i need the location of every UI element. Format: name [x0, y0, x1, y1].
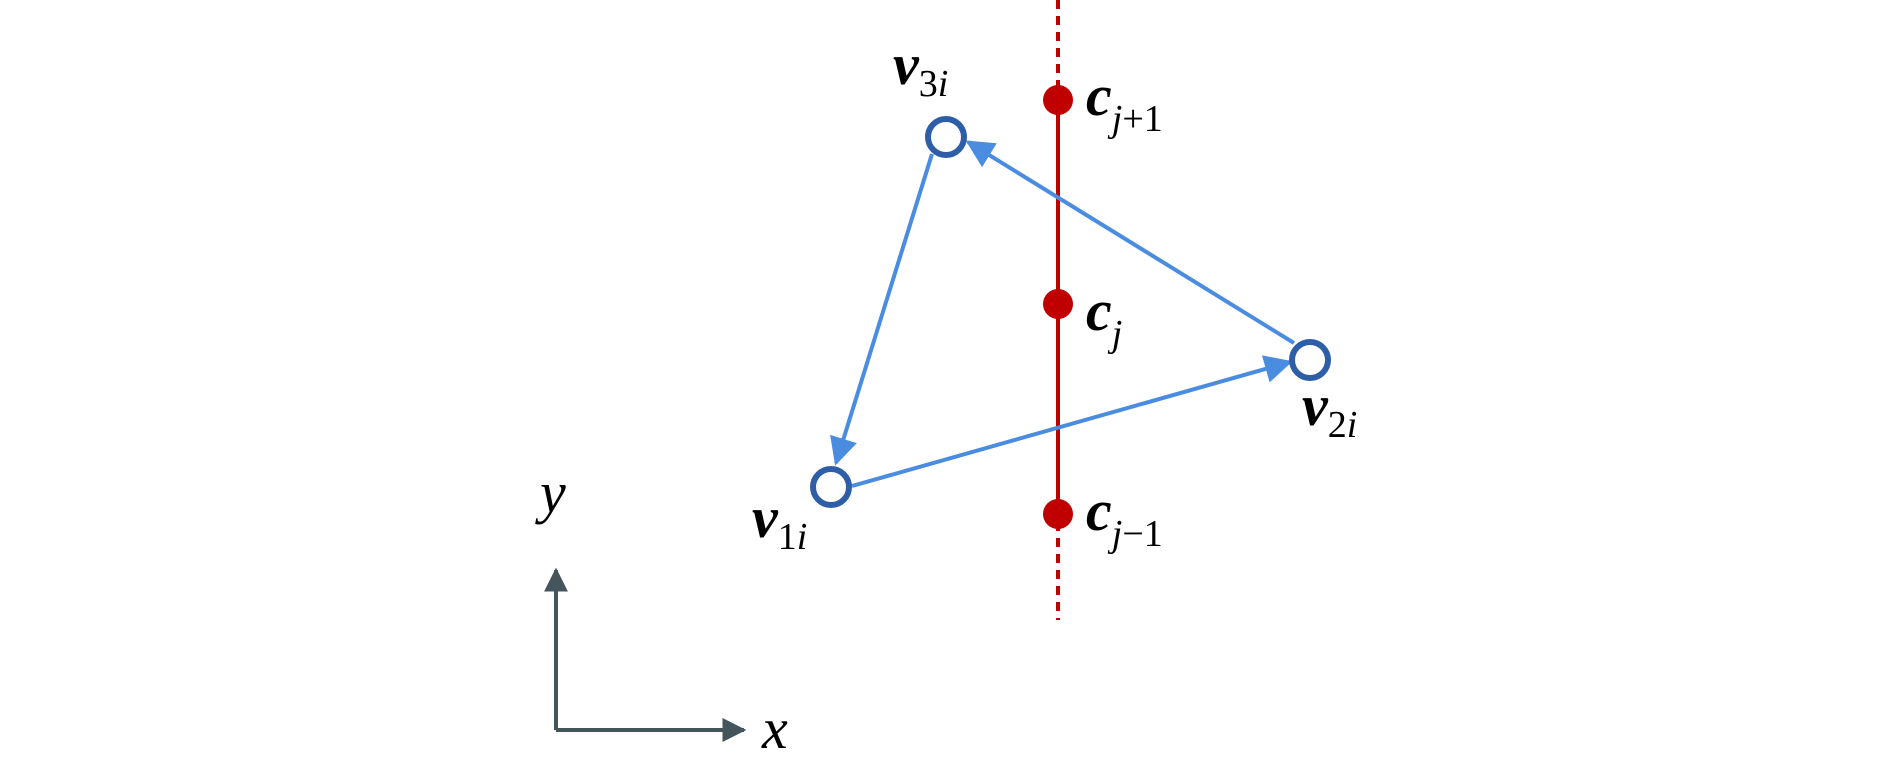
center-label-current: cj: [1086, 278, 1122, 355]
vertex-point-2: [1289, 339, 1331, 381]
vertex-points: [810, 116, 1331, 508]
vertex-point-3: [925, 116, 967, 158]
center-labels: cj+1 cj cj−1: [1086, 63, 1163, 555]
vertex-label-1: v1i: [752, 485, 807, 558]
center-label-next: cj+1: [1086, 63, 1163, 140]
center-point-next: [1043, 85, 1073, 115]
center-points: [1043, 85, 1073, 529]
edge-v1-v2-arrow: [851, 355, 1293, 488]
center-point-previous: [1043, 499, 1073, 529]
center-label-previous: cj−1: [1086, 478, 1163, 555]
y-axis-label: y: [535, 460, 566, 525]
edge-v2-v3-arrow: [965, 140, 1296, 345]
edge-v3-v1-arrow: [830, 153, 934, 466]
vertex-point-1: [810, 466, 852, 508]
coordinate-axes: y x: [535, 460, 788, 761]
center-point-current: [1043, 289, 1073, 319]
x-axis-label: x: [761, 696, 788, 761]
vertex-label-2: v2i: [1302, 373, 1357, 446]
triangle-edges: [830, 140, 1296, 488]
vertex-labels: v1i v2i v3i: [752, 32, 1357, 558]
vertex-label-3: v3i: [893, 32, 948, 105]
